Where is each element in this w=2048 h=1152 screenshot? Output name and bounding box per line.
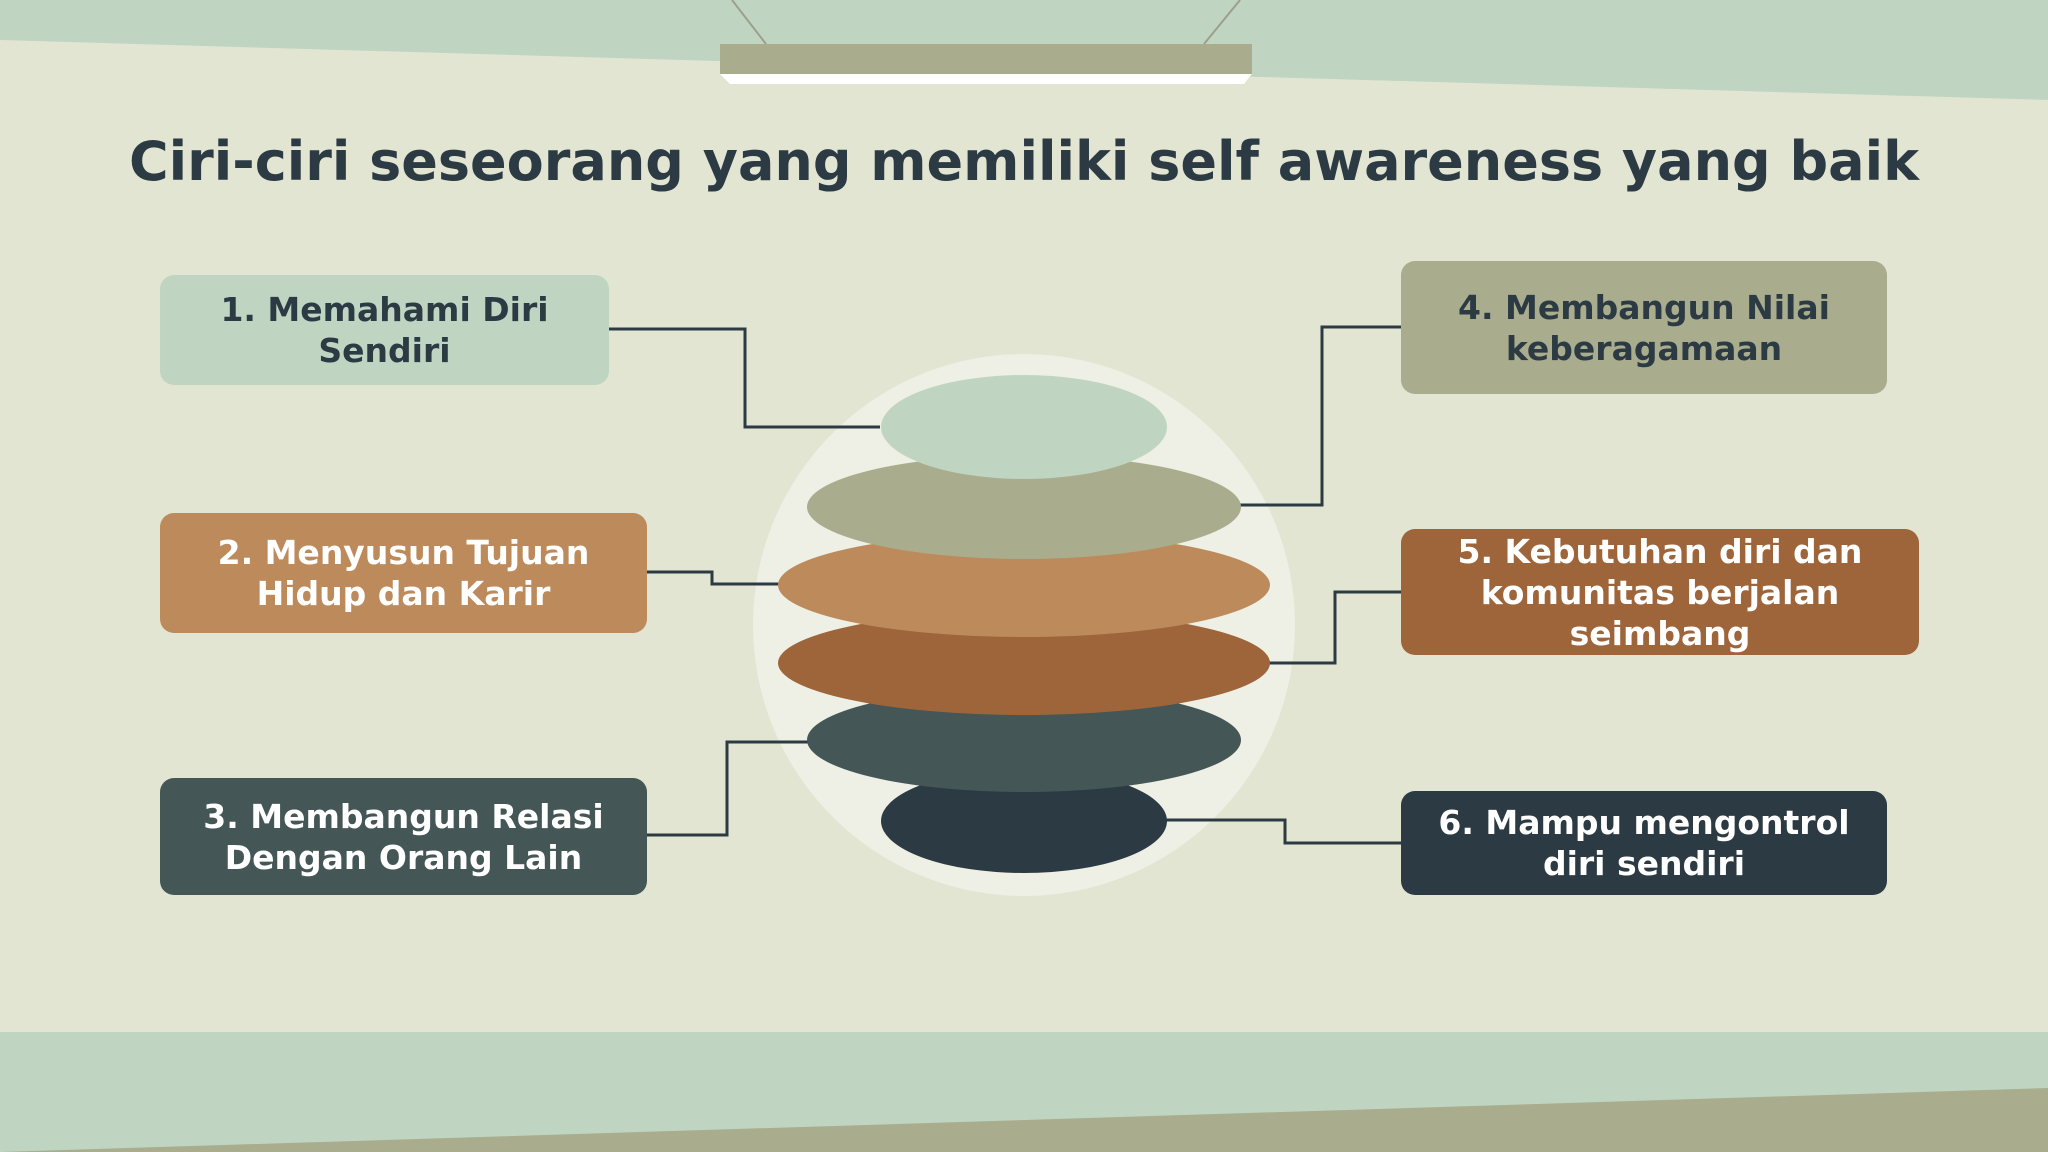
page-title: Ciri-ciri seseorang yang memiliki self a… [129,130,1919,193]
connector-6 [1165,818,1401,845]
bottom-band-dark [0,1088,2048,1152]
layer-5-ellipse [807,688,1241,792]
connector-3 [647,740,808,837]
item-label-2: 2. Menyusun Tujuan Hidup dan Karir [217,533,590,613]
layer-2-ellipse [807,455,1241,559]
layer-3-ellipse [778,533,1270,637]
item-label-3: 3. Membangun Relasi Dengan Orang Lain [203,796,604,877]
lamp-wire-right [1203,0,1241,45]
connector-2 [647,570,780,586]
layer-4-ellipse [778,611,1270,715]
item-label-6: 6. Mampu mengontrol diri sendiri [1438,803,1850,883]
connector-1 [609,327,880,429]
item-label-1: 1. Memahami Diri Sendiri [220,290,549,370]
connector-4 [1240,325,1401,507]
item-label-5: 5. Kebutuhan diri dan komunitas berjalan… [1457,531,1863,653]
connectors [609,325,1401,845]
item-box-5: 5. Kebutuhan diri dan komunitas berjalan… [1401,529,1919,655]
item-label-4: 4. Membangun Nilai keberagamaan [1458,287,1830,368]
lamp-light [720,74,1252,84]
layer-6-ellipse [881,769,1167,873]
item-box-1: 1. Memahami Diri Sendiri [160,275,609,385]
connector-5 [1268,590,1401,665]
layer-1-ellipse [881,375,1167,479]
item-box-6: 6. Mampu mengontrol diri sendiri [1401,791,1887,895]
lamp-bar [720,44,1252,74]
item-box-2: 2. Menyusun Tujuan Hidup dan Karir [160,513,647,633]
lamp-wire-left [731,0,767,45]
item-box-4: 4. Membangun Nilai keberagamaan [1401,261,1887,394]
item-box-3: 3. Membangun Relasi Dengan Orang Lain [160,778,647,895]
